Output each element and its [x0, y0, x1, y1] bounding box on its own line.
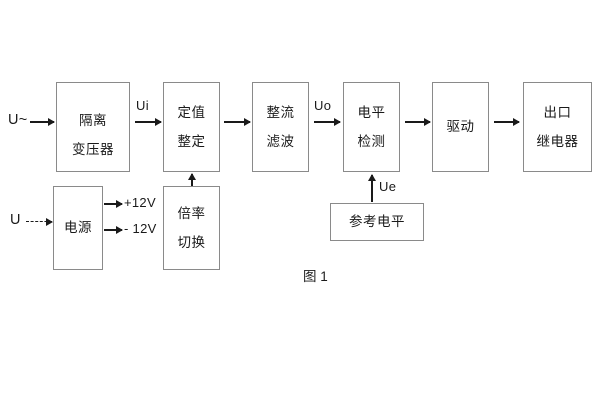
block-drive: 驱动 — [432, 82, 489, 172]
supply-negative-label: - 12V — [124, 221, 157, 236]
block-setting-value-text2: 整定 — [177, 134, 206, 149]
arrow-ratio-switch-to-setting-value — [191, 174, 193, 186]
arrow-input-to-power-supply — [26, 221, 52, 222]
input-dc-label: U — [10, 212, 21, 228]
block-power-supply: 电源 — [53, 186, 103, 270]
input-ac-label: U~ — [8, 112, 28, 128]
figure-caption: 图 1 — [303, 269, 328, 284]
arrow-reference-level-to-level-detection — [371, 175, 373, 202]
arrow-power-supply-negative — [104, 229, 122, 231]
block-power-supply-text1: 电源 — [64, 220, 92, 236]
arrow-power-supply-positive — [104, 203, 122, 205]
arrow-setting-value-to-rectify-filter — [224, 121, 250, 123]
signal-ue-label: Ue — [379, 179, 397, 194]
block-output-relay-text2: 继电器 — [536, 134, 579, 149]
supply-positive-label: +12V — [124, 195, 156, 210]
block-ratio-switch-text2: 切换 — [177, 235, 206, 250]
block-level-detection-text1: 电平 — [357, 104, 386, 120]
block-output-relay: 出口 继电器 — [523, 82, 592, 172]
block-output-relay-text1: 出口 — [543, 104, 572, 120]
block-reference-level: 参考电平 — [330, 203, 424, 241]
block-isolation-transformer-text1: 隔离 — [79, 112, 107, 128]
block-rectify-filter: 整流 滤波 — [252, 82, 309, 172]
block-rectify-filter-text1: 整流 — [266, 104, 295, 120]
arrow-drive-to-output-relay — [494, 121, 519, 123]
block-reference-level-text1: 参考电平 — [349, 214, 405, 230]
block-isolation-transformer-text2: 变压器 — [72, 142, 114, 157]
signal-ui-label: Ui — [136, 98, 149, 113]
block-setting-value: 定值 整定 — [163, 82, 220, 172]
block-level-detection-text2: 检测 — [357, 134, 386, 149]
block-setting-value-text1: 定值 — [177, 104, 206, 120]
block-level-detection: 电平 检测 — [343, 82, 400, 172]
block-rectify-filter-text2: 滤波 — [266, 134, 295, 149]
signal-uo-label: Uo — [314, 98, 332, 113]
arrow-rectify-filter-to-level-detection — [314, 121, 340, 123]
block-isolation-transformer: 隔离 变压器 — [56, 82, 130, 172]
arrow-level-detection-to-drive — [405, 121, 430, 123]
block-ratio-switch-text1: 倍率 — [177, 205, 206, 221]
block-drive-text1: 驱动 — [446, 119, 475, 135]
arrow-isolation-transformer-to-setting-value — [135, 121, 161, 123]
arrow-input-to-isolation-transformer — [30, 121, 54, 123]
block-ratio-switch: 倍率 切换 — [163, 186, 220, 270]
